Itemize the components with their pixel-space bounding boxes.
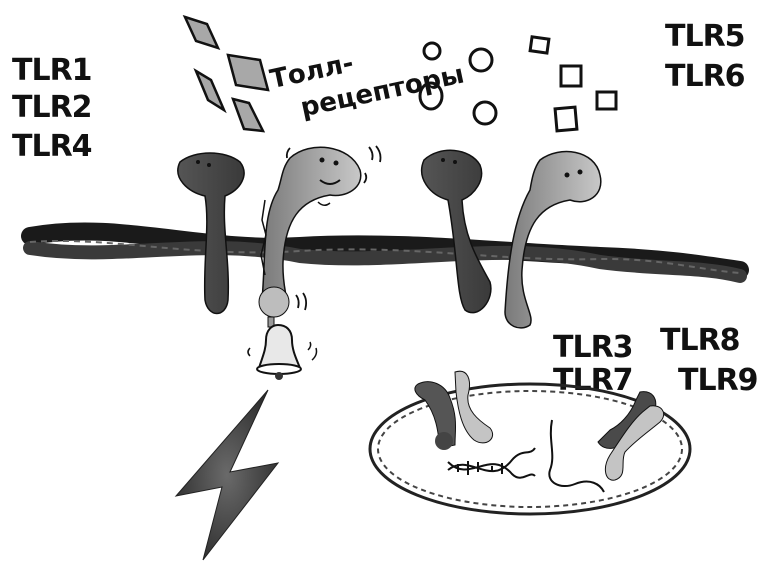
tlr-label: TLR9 xyxy=(678,363,758,398)
diamond-ligand-icon xyxy=(193,67,227,114)
diamond-ligand-icon xyxy=(226,53,270,92)
circle-ligand-icon xyxy=(472,100,498,126)
square-ligand-icon xyxy=(553,105,579,133)
square-ligands xyxy=(528,35,618,133)
tlr-label: TLR6 xyxy=(665,59,745,94)
circle-ligand-icon xyxy=(422,41,442,61)
receptor-left-dark xyxy=(177,152,245,315)
diamond-ligand-icon xyxy=(231,97,266,133)
square-ligand-icon xyxy=(595,90,618,111)
bell-icon xyxy=(247,316,318,380)
tlr-group-right-labels: TLR5 TLR6 xyxy=(665,19,746,94)
endosome xyxy=(368,382,692,516)
circle-ligand-icon xyxy=(468,47,494,73)
lightning-icon xyxy=(174,389,280,561)
diamond-ligand-icon xyxy=(182,14,221,51)
tlr-label: TLR5 xyxy=(665,19,745,54)
endosome-receptor-left xyxy=(414,370,494,450)
receptor-right-dark xyxy=(421,149,492,314)
receptor-left-light xyxy=(258,146,362,318)
circle-ligand-icon xyxy=(418,81,444,111)
tlr-label: TLR1 xyxy=(12,53,92,88)
circle-ligands xyxy=(418,41,498,126)
square-ligand-icon xyxy=(528,35,551,55)
tlr-group-endo-left-labels: TLR3 TLR7 xyxy=(553,330,634,398)
tlr-group-left-labels: TLR1 TLR2 TLR4 xyxy=(12,53,93,164)
endosome-receptor-right xyxy=(597,391,665,481)
square-ligand-icon xyxy=(559,64,583,88)
tlr-label: TLR7 xyxy=(553,363,633,398)
tlr-label: TLR4 xyxy=(12,129,92,164)
diagram-title: Толл- рецепторы xyxy=(267,48,466,123)
receptor-right-light xyxy=(504,150,602,329)
diamond-ligands xyxy=(182,14,270,133)
tlr-label: TLR8 xyxy=(660,323,740,358)
cell-membrane xyxy=(21,222,749,283)
rna-strand-icon xyxy=(548,419,605,493)
tlr-group-endo-right-labels: TLR8 TLR9 xyxy=(660,323,759,398)
motion-marks xyxy=(285,145,382,311)
tlr-label: TLR2 xyxy=(12,90,92,125)
dna-icon xyxy=(447,447,536,479)
tlr-label: TLR3 xyxy=(553,330,633,365)
